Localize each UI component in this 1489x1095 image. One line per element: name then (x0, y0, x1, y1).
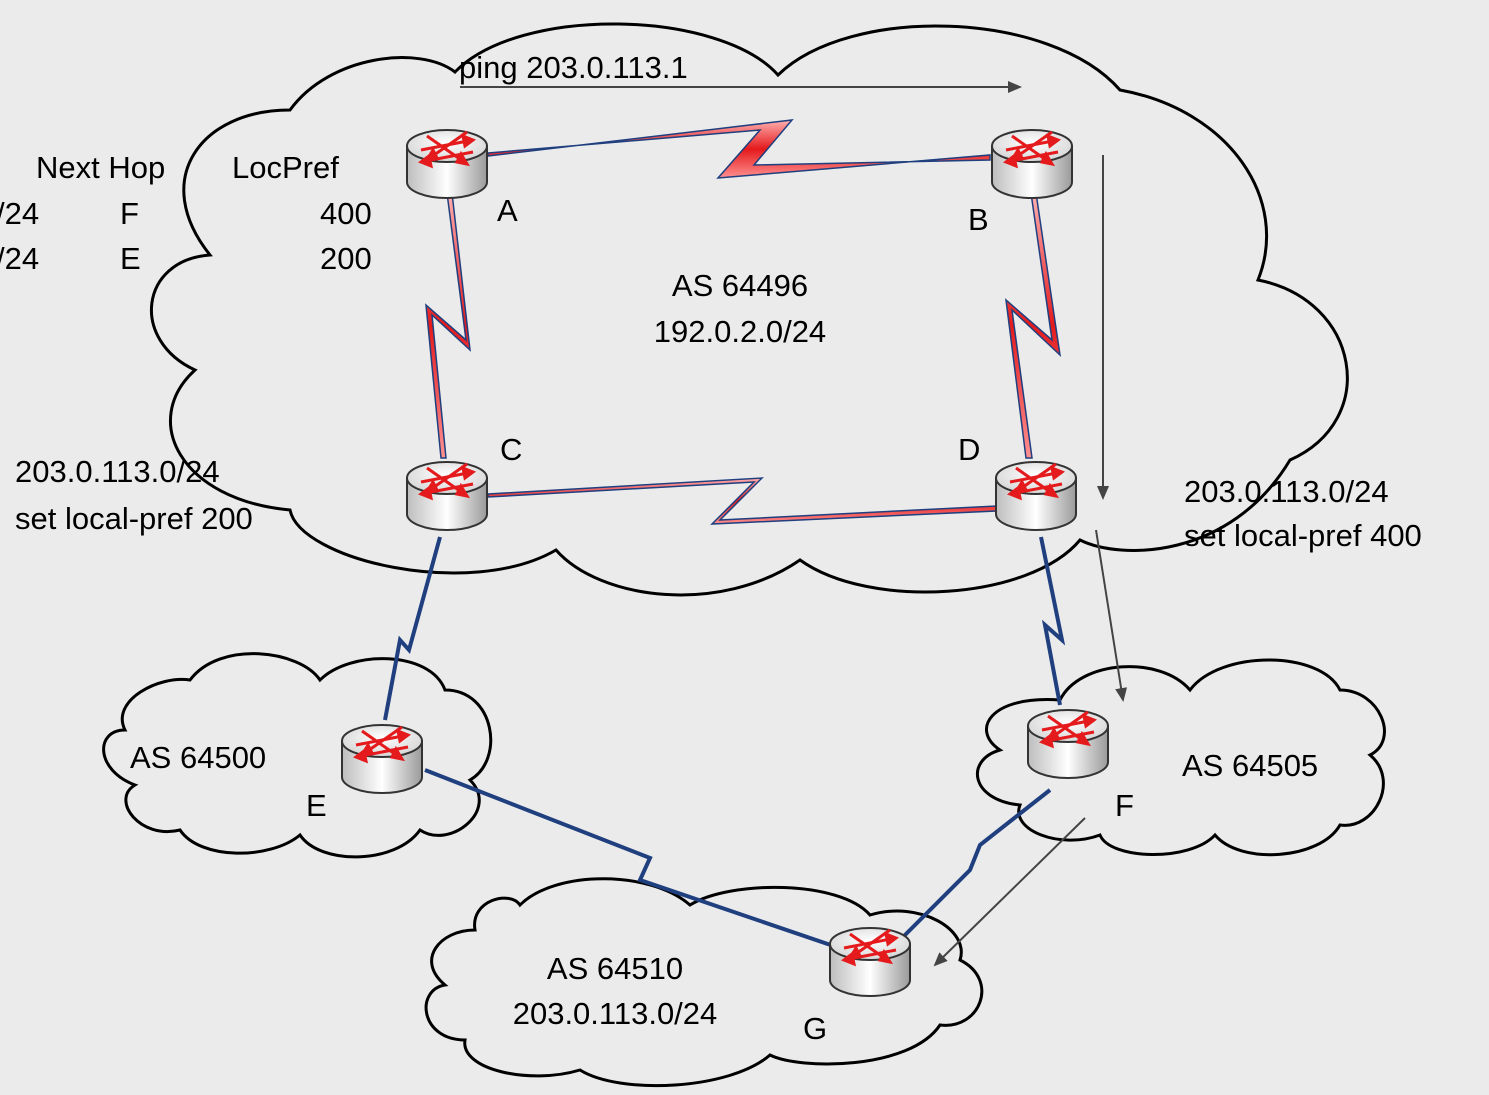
policy-d-action: set local-pref 400 (1184, 518, 1422, 553)
main-as-cloud (149, 22, 1349, 597)
router-a-label: A (497, 193, 518, 228)
link-c-e (383, 536, 442, 721)
link-a-b (487, 119, 991, 179)
table-row-locpref: 200 (320, 241, 372, 276)
path-arrow-d-f (1095, 529, 1128, 702)
router-b-label: B (968, 202, 989, 237)
policy-d-prefix: 203.0.113.0/24 (1184, 474, 1389, 509)
as-64510-cloud (424, 877, 984, 1088)
as-64510-label: AS 64510 (546, 951, 684, 986)
as-64510-prefix: 203.0.113.0/24 (512, 996, 718, 1031)
as-64500-label: AS 64500 (130, 740, 267, 775)
table-header-next-hop: Next Hop (36, 150, 166, 185)
link-e-g (424, 768, 861, 957)
router-d-label: D (958, 432, 981, 467)
table-header-locpref: LocPref (232, 150, 339, 185)
link-f-g (898, 788, 1052, 942)
router-e-label: E (306, 788, 327, 823)
router-g-icon (828, 926, 912, 998)
table-row-next-hop: F (120, 196, 139, 231)
table-row-prefix: /24 (0, 196, 40, 231)
router-f-icon (1026, 708, 1110, 780)
router-c-icon (405, 460, 489, 532)
as-64505-cloud (975, 658, 1386, 857)
ping-label: ping 203.0.113.1 (459, 50, 688, 85)
table-row-next-hop: E (120, 241, 141, 276)
router-d-icon (994, 460, 1078, 532)
as-64500-cloud (102, 652, 493, 859)
router-a-icon (405, 128, 489, 200)
main-as-prefix: 192.0.2.0/24 (653, 314, 827, 349)
main-as-number: AS 64496 (671, 268, 809, 303)
as-64505-label: AS 64505 (1182, 748, 1319, 783)
link-a-c (425, 192, 471, 459)
router-g-label: G (803, 1011, 828, 1046)
policy-c-action: set local-pref 200 (15, 501, 253, 536)
router-b-icon (990, 128, 1074, 200)
router-c-label: C (500, 432, 523, 467)
router-f-label: F (1115, 788, 1134, 823)
path-arrow-f-g (933, 817, 1086, 967)
link-d-f (1039, 536, 1066, 706)
table-row-locpref: 400 (320, 196, 372, 231)
policy-c-prefix: 203.0.113.0/24 (15, 454, 220, 489)
table-row-prefix: /24 (0, 241, 40, 276)
router-e-icon (340, 723, 424, 795)
link-b-d (1005, 192, 1062, 459)
